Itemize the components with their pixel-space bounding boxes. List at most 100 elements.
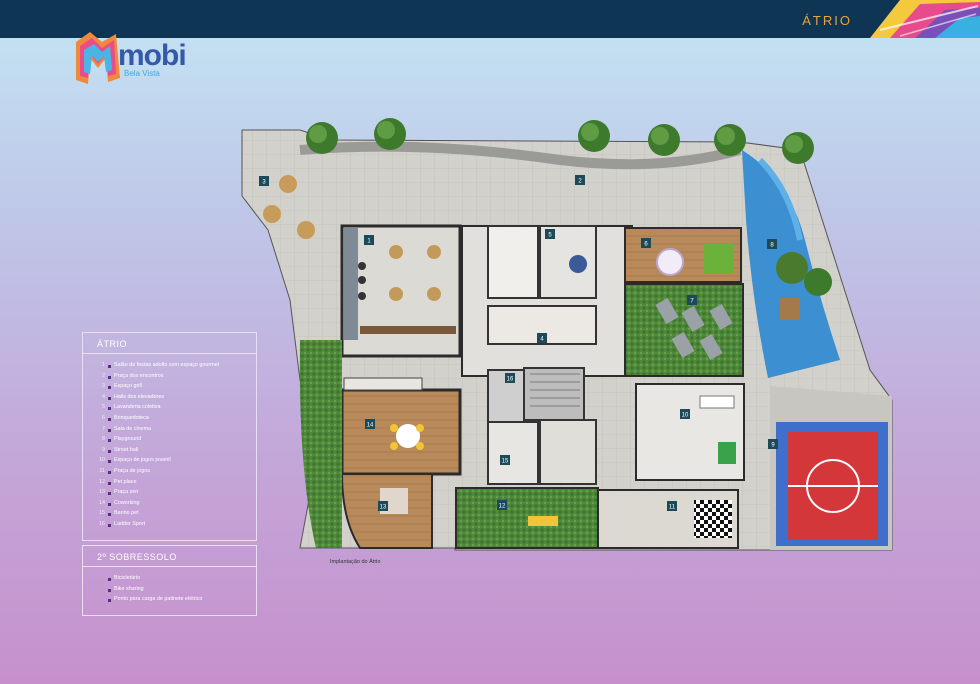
legend-item-number: 3 xyxy=(102,383,105,390)
area-number-badge xyxy=(378,501,388,511)
logo-subtitle: Bela Vista xyxy=(124,69,160,78)
legend-item-label: Street ball xyxy=(114,446,139,453)
legend-item-number: 12 xyxy=(99,478,105,485)
legend-atrio-header: ÁTRIO xyxy=(83,332,256,354)
legend-item-label: Espaço grill xyxy=(114,383,142,390)
bullet-icon xyxy=(108,439,111,443)
pet-place xyxy=(455,487,599,549)
legend-item-label: Brinquedoteca xyxy=(114,414,149,421)
area-number: 11 xyxy=(669,505,676,511)
salao-tables xyxy=(389,245,441,301)
legend-subsolo-header: 2º SOBRESSOLO xyxy=(83,545,256,567)
legend-subsolo-title: 2º SOBRESSOLO xyxy=(97,552,177,562)
legend-item-label: Playground xyxy=(114,436,142,443)
bullet-icon xyxy=(108,599,111,603)
area-number-badge xyxy=(545,229,555,239)
bullet-icon xyxy=(108,578,111,581)
area-number-badge xyxy=(687,295,697,305)
legend-item-label: Lavanderia coletiva xyxy=(114,404,161,411)
legend-item-label: Salão de festas adulto com espaço gourme… xyxy=(114,362,220,368)
legend-item-number: 7 xyxy=(102,425,105,432)
area-number: 16 xyxy=(507,377,514,383)
area-number-badge xyxy=(500,455,510,465)
legend-item-number: 13 xyxy=(99,489,105,496)
bullet-icon xyxy=(108,460,111,464)
bullet-icon xyxy=(108,502,111,506)
bullet-icon xyxy=(108,396,111,400)
bullet-icon xyxy=(108,365,111,368)
legend-item-label: Praça de jogos xyxy=(114,467,150,474)
legend-item-number: 11 xyxy=(99,467,105,474)
area-number: 1 xyxy=(367,239,371,245)
area-number: 3 xyxy=(262,180,266,186)
garden-strip-top xyxy=(299,141,742,170)
area-number-badge xyxy=(575,175,585,185)
section-title: ÁTRIO xyxy=(802,13,852,28)
bullet-icon xyxy=(108,386,111,390)
legend-item: 6 Brinquedoteca xyxy=(83,415,256,426)
legend-item-label: Bicicletário xyxy=(114,575,141,581)
area-number-badge xyxy=(680,409,690,419)
area-number: 14 xyxy=(367,423,374,429)
legend-item-label: Sala de cinema xyxy=(114,425,152,432)
area-number: 6 xyxy=(644,242,648,248)
legend-item-number: 5 xyxy=(102,404,105,411)
legend-atrio-title: ÁTRIO xyxy=(97,339,128,349)
legend-item-label: Bike sharing xyxy=(114,585,144,592)
legend-item-number: 2 xyxy=(102,372,105,379)
bullet-icon xyxy=(108,428,111,432)
legend-item: 12 Pet place xyxy=(83,479,256,490)
area-number: 15 xyxy=(502,459,509,465)
legend-item-label: Banho pet xyxy=(114,510,139,517)
legend-item: Bike sharing xyxy=(83,586,256,597)
area-number: 13 xyxy=(380,505,387,511)
area-number-badge xyxy=(767,239,777,249)
area-number-badge xyxy=(641,238,651,248)
area-number: 8 xyxy=(770,243,774,249)
top-bar: ÁTRIO xyxy=(0,0,980,38)
bullet-icon xyxy=(108,470,111,474)
legend-item: 11 Praça de jogos xyxy=(83,468,256,479)
legend-item-label: Coworking xyxy=(114,499,140,506)
area-number: 2 xyxy=(578,179,582,185)
area-number: 10 xyxy=(682,413,689,419)
legend-item: 14 Coworking xyxy=(83,500,256,511)
legend-item-number: 9 xyxy=(102,446,105,453)
legend-item-number: 14 xyxy=(99,499,105,506)
legend-atrio: ÁTRIO 1 Salão de festas adulto com espaço… xyxy=(82,332,257,541)
area-number-badge xyxy=(768,439,778,449)
bullet-icon xyxy=(108,588,111,592)
bullet-icon xyxy=(108,417,111,421)
area-number: 4 xyxy=(540,337,544,343)
plaza-promenade xyxy=(245,145,745,290)
area-number-badge xyxy=(259,176,269,186)
legend-item-number: 10 xyxy=(99,457,105,464)
area-number-badge xyxy=(497,500,507,510)
legend-item-number: 8 xyxy=(102,436,105,443)
bullet-icon xyxy=(108,375,111,379)
area-number-badge xyxy=(537,333,547,343)
logo-mark xyxy=(76,32,120,84)
bullet-icon xyxy=(108,481,111,485)
legend-item-label: Halls dos elevadores xyxy=(114,393,165,400)
bullet-icon xyxy=(108,513,111,517)
logo-name: mobi xyxy=(118,39,187,72)
legend-item-label: Pet place xyxy=(114,478,137,485)
legend-item: 7 Sala de cinema xyxy=(83,426,256,437)
legend-item-label: Ponto para carga de patinete elétrico xyxy=(114,596,203,603)
grill-tables xyxy=(263,175,315,239)
legend-atrio-list: 1 Salão de festas adulto com espaço gourm… xyxy=(83,354,256,541)
legend-item: 3 Espaço grill xyxy=(83,383,256,394)
legend-item-number: 6 xyxy=(102,414,105,421)
area-number-badge xyxy=(365,419,375,429)
area-number-badge xyxy=(364,235,374,245)
legend-item-number: 1 xyxy=(102,362,105,368)
plan-caption: Implantação do Átrio xyxy=(330,559,381,565)
